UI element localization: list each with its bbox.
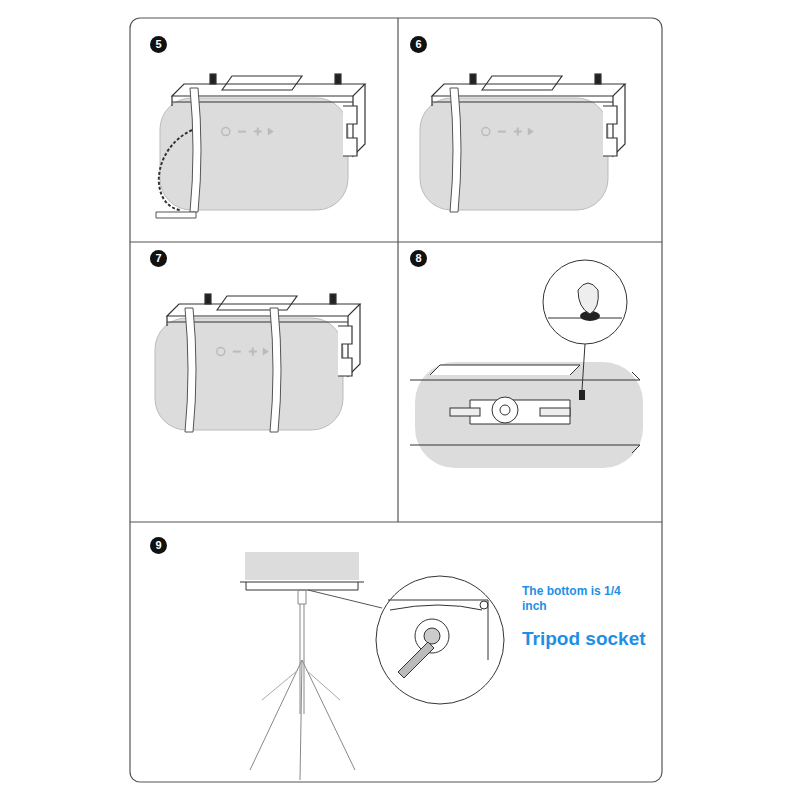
bottom-view xyxy=(410,260,643,468)
step-number-text: 7 xyxy=(155,253,161,264)
step-number-text: 5 xyxy=(155,39,161,50)
cable-tie xyxy=(450,88,461,212)
step-number: 7 xyxy=(150,250,167,267)
step-number: 8 xyxy=(410,250,427,267)
tripod-view xyxy=(240,552,504,780)
cable-tie xyxy=(270,308,281,432)
speaker-drawing xyxy=(160,98,348,210)
speaker-drawing xyxy=(155,318,343,430)
step-number: 5 xyxy=(150,36,167,53)
strap-arrow xyxy=(159,130,192,210)
cable-tie xyxy=(190,88,201,212)
panel-grid xyxy=(130,18,662,782)
note-text: The bottom is 1/4 inch xyxy=(522,584,637,614)
step-number-text: 6 xyxy=(415,39,421,50)
cable-tie xyxy=(185,308,196,432)
callout-title: Tripod socket xyxy=(522,627,658,651)
speaker-drawing xyxy=(420,98,608,210)
step-number-text: 9 xyxy=(155,540,161,551)
step-number: 9 xyxy=(150,537,167,554)
step-number: 6 xyxy=(410,36,427,53)
step-number-text: 8 xyxy=(415,253,421,264)
